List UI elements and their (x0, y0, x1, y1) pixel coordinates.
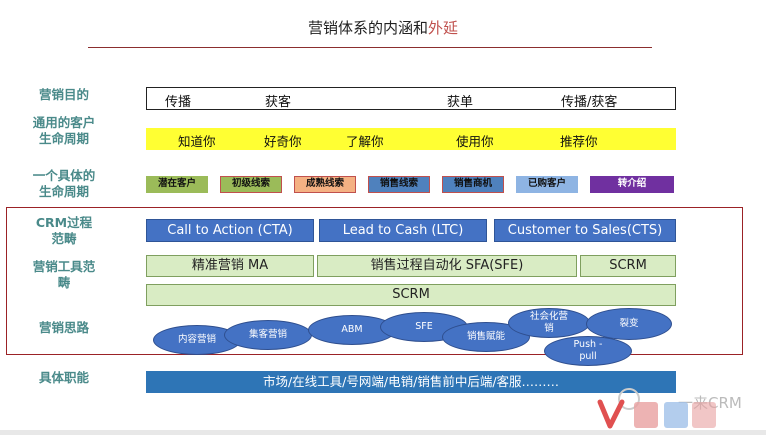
process-ltc: Lead to Cash (LTC) (319, 219, 487, 242)
stage-purchased-customer: 已购客户 (516, 176, 578, 193)
process-cts: Customer to Sales(CTS) (494, 219, 676, 242)
tool-sfa: 销售过程自动化 SFA(SFE) (317, 255, 577, 277)
wechat-icon (618, 388, 640, 410)
purpose-item: 获单 (447, 95, 474, 110)
title-accent: 外延 (428, 19, 459, 37)
stage-opportunity: 销售商机 (442, 176, 504, 193)
process-cta: Call to Action (CTA) (146, 219, 314, 242)
lifecycle-stage: 知道你 (178, 134, 216, 149)
title-divider (88, 47, 652, 48)
label-purpose: 营销目的 (38, 87, 89, 102)
label-functions: 具体职能 (38, 370, 89, 385)
label-tool-scope: 营销工具范 畴 (32, 259, 96, 290)
page-title: 营销体系的内涵和外延 (0, 17, 766, 38)
logo-mark-icon (596, 396, 626, 432)
label-crm-scope: CRM过程 范畴 (35, 215, 93, 246)
idea-sales-enablement: 销售赋能 (442, 322, 530, 352)
stage-mature-lead: 成熟线索 (294, 176, 356, 193)
idea-inbound-marketing: 集客营销 (224, 320, 312, 350)
label-specific-lifecycle: 一个具体的 生命周期 (32, 168, 96, 199)
tool-ma: 精准营销 MA (146, 255, 314, 277)
tool-scrm-right: SCRM (580, 255, 676, 277)
lifecycle-stage: 使用你 (456, 134, 494, 149)
stage-referral: 转介绍 (590, 176, 674, 193)
stage-initial-lead: 初级线索 (220, 176, 282, 193)
idea-social-marketing: 社会化营 销 (508, 308, 590, 338)
title-main: 营销体系的内涵和 (307, 19, 428, 37)
purpose-bar: 传播 获客 获单 传播/获客 (146, 87, 676, 110)
idea-push-pull: Push - pull (544, 336, 632, 366)
purpose-item: 传播 (165, 95, 192, 110)
generic-lifecycle-bar: 知道你 好奇你 了解你 使用你 推荐你 (146, 128, 676, 150)
stage-sales-lead: 销售线索 (368, 176, 430, 193)
logo-icon (630, 396, 720, 432)
tool-scrm-full: SCRM (146, 284, 676, 306)
lifecycle-stage: 好奇你 (264, 134, 302, 149)
stage-potential-customer: 潜在客户 (146, 176, 208, 193)
label-generic-lifecycle: 通用的客户 生命周期 (32, 115, 96, 146)
crm-scope-frame (6, 207, 743, 355)
functions-bar: 市场/在线工具/号网端/电销/销售前中后端/客服……… (146, 371, 676, 393)
footer-band (0, 430, 766, 435)
lifecycle-stage: 了解你 (346, 134, 384, 149)
purpose-item: 获客 (265, 95, 292, 110)
purpose-item: 传播/获客 (561, 95, 618, 110)
lifecycle-stage: 推荐你 (560, 134, 598, 149)
label-thinking: 营销思路 (38, 320, 89, 335)
idea-fission: 裂变 (586, 308, 672, 340)
